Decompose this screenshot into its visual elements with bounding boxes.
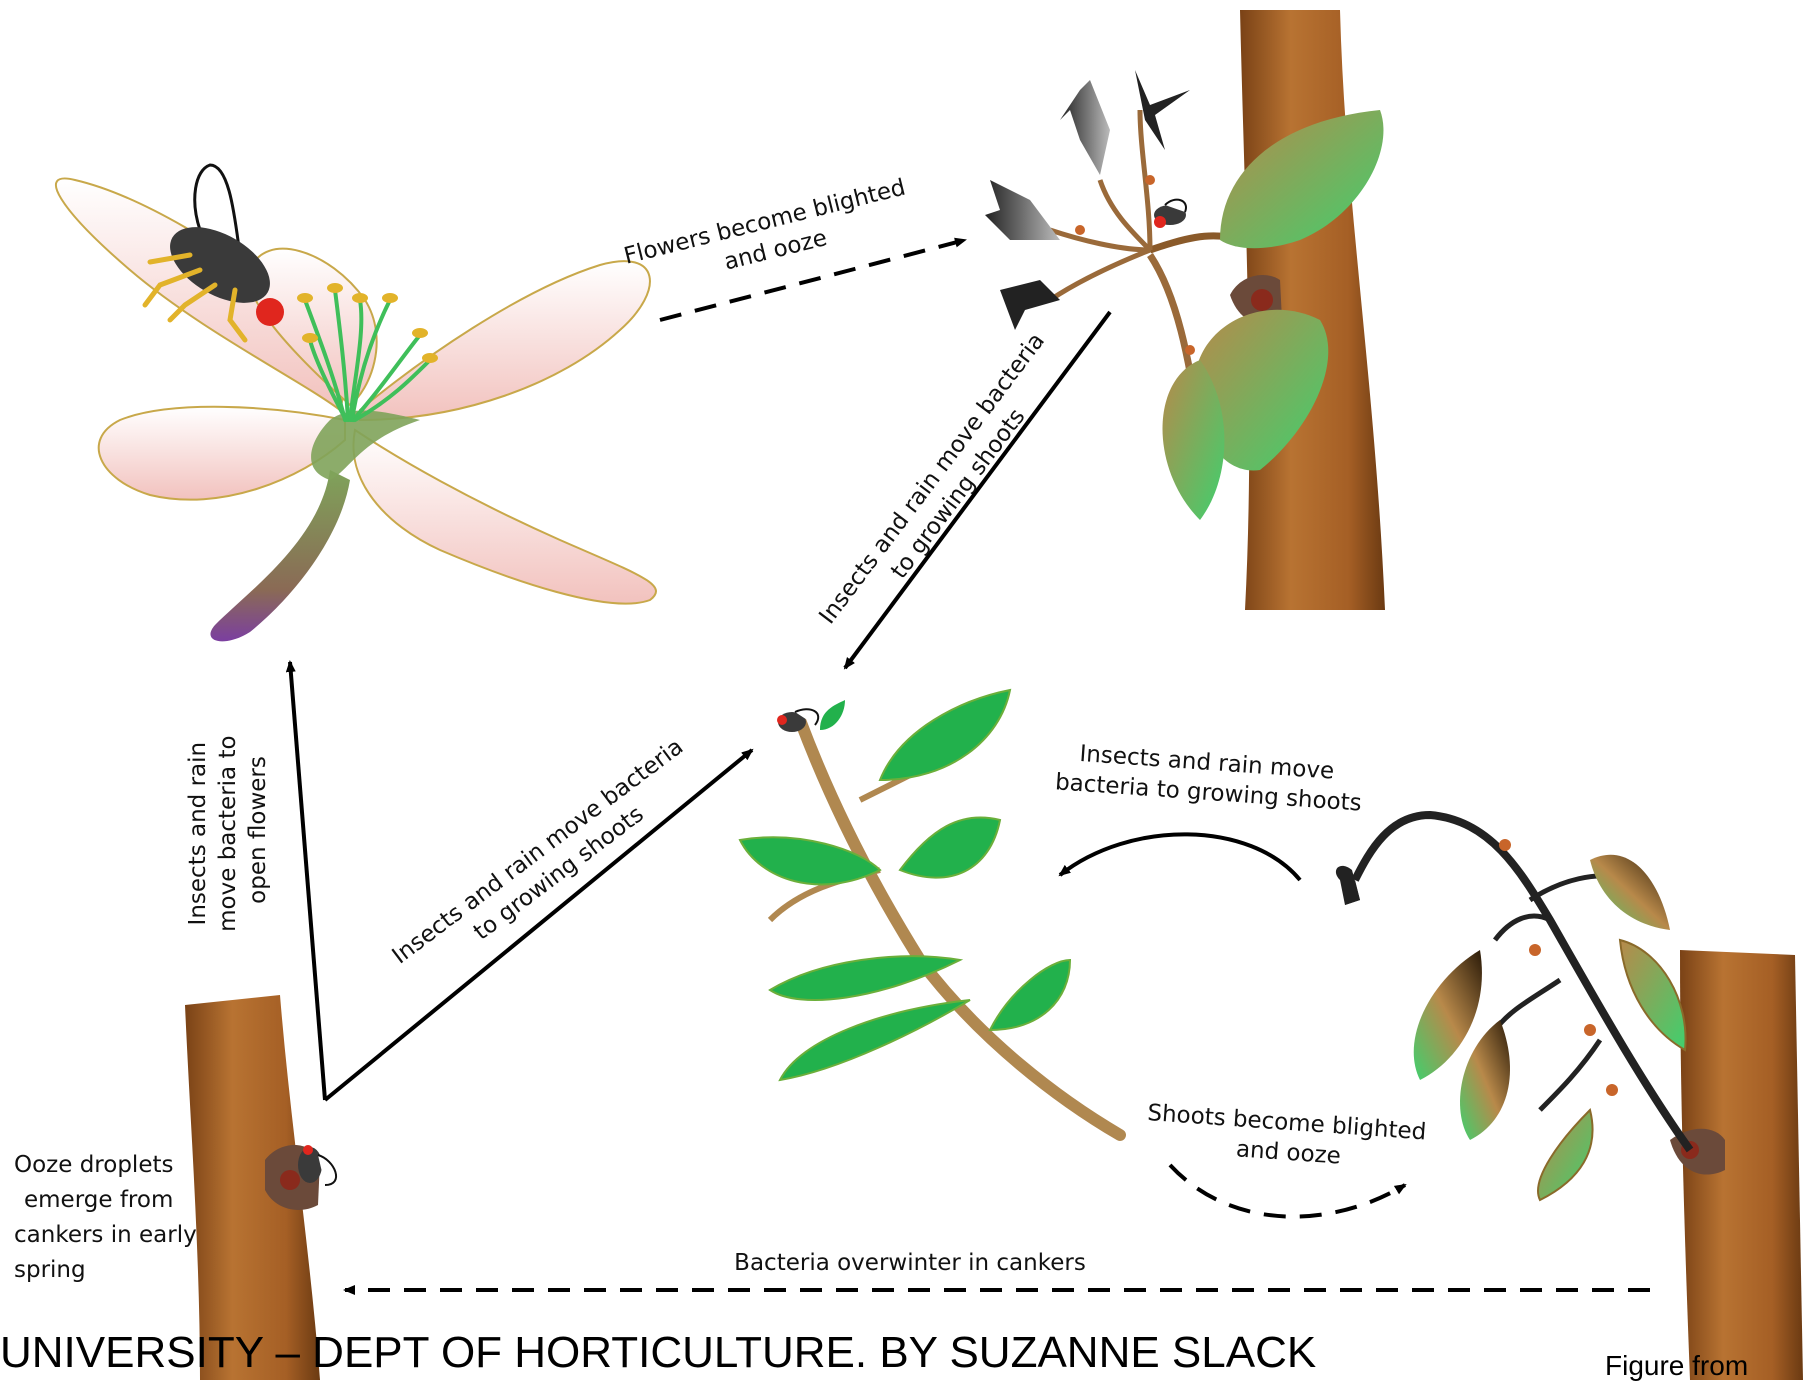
- open-flower-illustration: [56, 165, 656, 641]
- trunk-top-right: [1230, 10, 1385, 610]
- shoot-leaf-4: [900, 817, 1000, 877]
- label-overwinter: Bacteria overwinter in cankers: [734, 1250, 1086, 1276]
- small-bee-bottom-left: [298, 1145, 336, 1185]
- label-ooze-droplets: Ooze droplets emerge from cankers in ear…: [14, 1152, 204, 1283]
- blighted-leaf-5: [1538, 1110, 1593, 1200]
- flower-petal-bottom-right: [353, 430, 656, 604]
- label-insects-right: Insects and rain move bacteria to growin…: [1054, 739, 1364, 816]
- trunk-bottom-right: [1670, 950, 1803, 1380]
- flower-petal-left: [99, 407, 345, 500]
- label-shoots-blighted: Shoots become blighted and ooze: [1145, 1100, 1435, 1176]
- credit-right: Figure from: [1605, 1350, 1748, 1382]
- shoot-leaf-7: [990, 960, 1070, 1030]
- trunk-bottom-left: [185, 995, 336, 1380]
- credit-left: UNIVERSITY – DEPT OF HORTICULTURE. BY SU…: [0, 1328, 1316, 1378]
- arrow-shoot-blighted: [1170, 1165, 1405, 1217]
- shoot-leaf-1: [880, 690, 1010, 780]
- shoot-leaf-2: [820, 700, 845, 730]
- dead-flower-top: [1060, 80, 1110, 175]
- label-flowers-blighted: Flowers become blighted and ooze: [621, 173, 922, 299]
- healthy-shoot-illustration: [740, 690, 1120, 1135]
- small-bee-top-right: [1154, 200, 1186, 228]
- dead-flower-left: [985, 180, 1060, 240]
- blighted-leaf-3: [1590, 855, 1670, 930]
- blighted-leaf-2: [1460, 1020, 1510, 1140]
- flower-petal-right: [360, 261, 650, 420]
- blighted-leaf-4: [1620, 940, 1686, 1050]
- label-insects-diagonal: Insects and rain move bacteria to growin…: [814, 323, 1078, 648]
- small-bee-center: [777, 709, 818, 732]
- shoot-leaf-6: [780, 1000, 970, 1080]
- label-insects-center: Insects and rain move bacteria to growin…: [388, 729, 713, 993]
- arrow-curved-to-shoot: [1060, 834, 1300, 880]
- dead-flower-low: [1000, 280, 1060, 330]
- label-insects-up: Insects and rain move bacteria to open f…: [185, 728, 271, 932]
- arrow-trunk-to-shoot: [325, 750, 752, 1100]
- arrow-trunk-up-to-flower: [290, 662, 325, 1100]
